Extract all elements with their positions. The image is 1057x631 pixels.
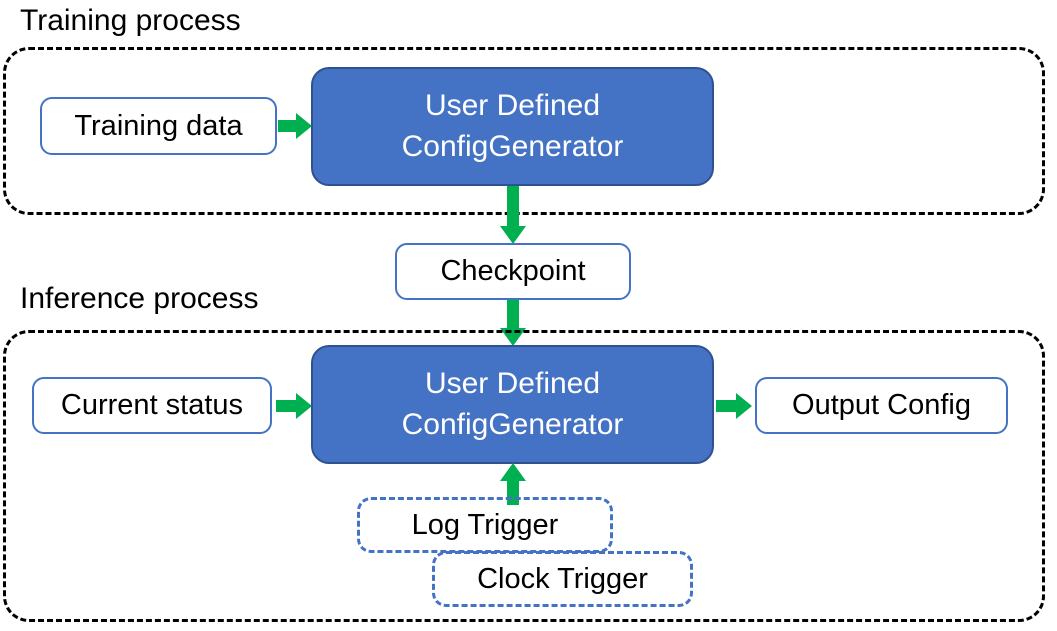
- arrow-training-data-to-generator: [278, 110, 314, 142]
- training-generator-line1: User Defined: [424, 89, 601, 122]
- checkpoint-label: Checkpoint: [440, 255, 586, 287]
- training-config-generator-box[interactable]: User Defined ConfigGenerator: [311, 67, 714, 186]
- training-data-box[interactable]: Training data: [40, 97, 277, 155]
- training-process-caption: Training process: [20, 4, 241, 37]
- arrow-triggers-to-generator: [497, 463, 529, 505]
- arrow-generator-to-output-config: [716, 390, 754, 422]
- clock-trigger-box[interactable]: Clock Trigger: [432, 551, 693, 607]
- training-generator-line2: ConfigGenerator: [401, 129, 624, 163]
- inference-config-generator-box[interactable]: User Defined ConfigGenerator: [311, 345, 714, 464]
- inference-generator-line2: ConfigGenerator: [401, 407, 624, 441]
- log-trigger-box[interactable]: Log Trigger: [357, 497, 613, 553]
- checkpoint-box[interactable]: Checkpoint: [395, 243, 631, 300]
- current-status-box[interactable]: Current status: [32, 377, 272, 434]
- output-config-label: Output Config: [792, 389, 971, 421]
- log-trigger-label: Log Trigger: [411, 508, 559, 541]
- training-process-group: [3, 47, 1045, 215]
- training-data-label: Training data: [74, 109, 243, 142]
- inference-process-caption: Inference process: [20, 282, 259, 315]
- current-status-label: Current status: [60, 389, 244, 421]
- arrow-checkpoint-to-inference-generator: [497, 300, 529, 348]
- clock-trigger-label: Clock Trigger: [477, 562, 648, 595]
- arrow-current-status-to-generator: [276, 390, 314, 422]
- inference-process-group: [3, 330, 1045, 622]
- arrow-training-generator-to-checkpoint: [497, 186, 529, 246]
- inference-generator-line1: User Defined: [424, 367, 601, 400]
- output-config-box[interactable]: Output Config: [755, 377, 1008, 434]
